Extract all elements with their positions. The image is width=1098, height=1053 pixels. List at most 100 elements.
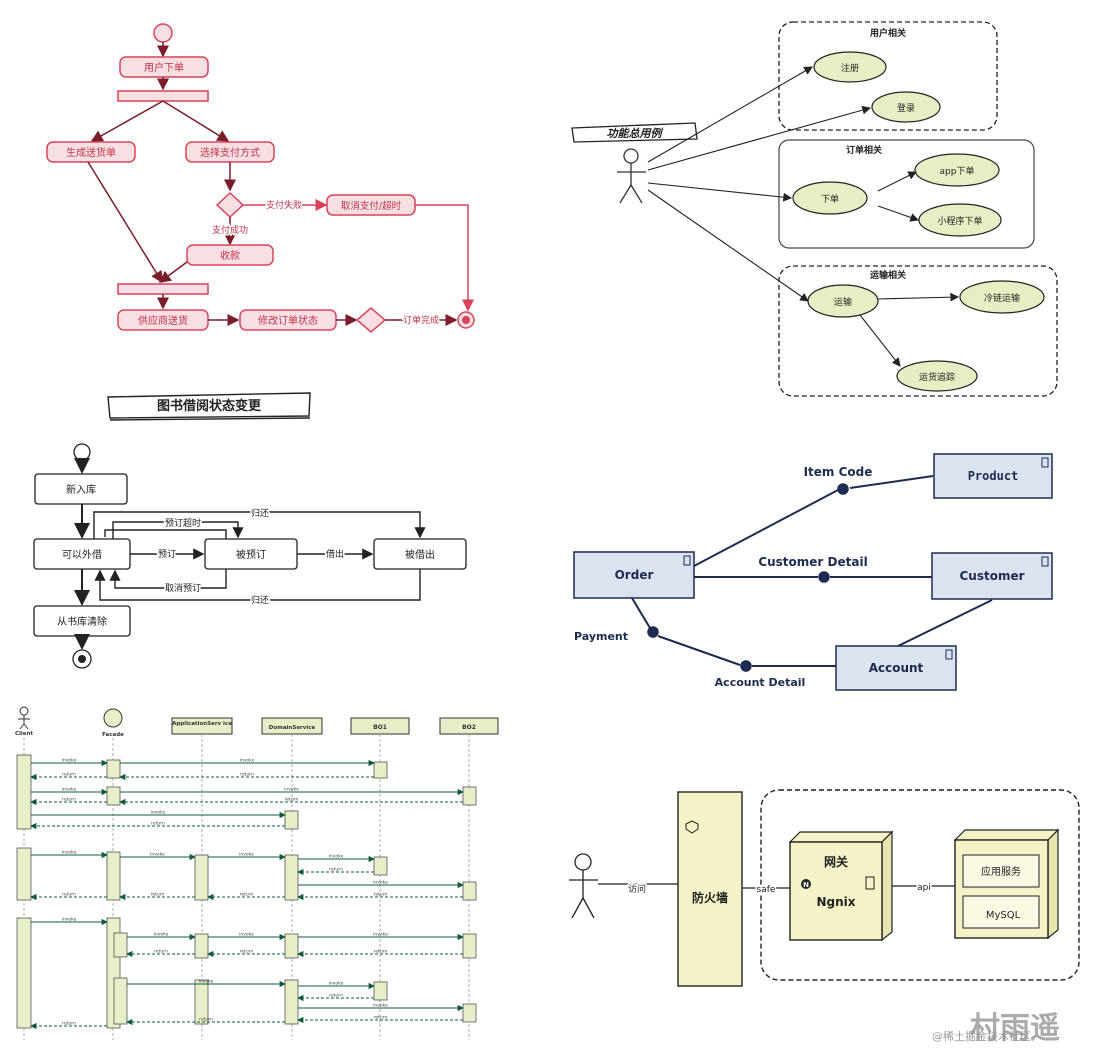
invoke-label: invoke (373, 880, 388, 886)
label-collect: 收款 (220, 249, 240, 262)
label-pay-fail: 支付失败 (266, 199, 302, 211)
activation-bar (284, 854, 299, 901)
node-collect (186, 244, 274, 266)
gateway-node (789, 841, 883, 941)
uc-place-order-label: 下单 (821, 193, 839, 205)
state-can-borrow-label: 可以外借 (62, 549, 102, 561)
group-ship-label: 运输相关 (870, 269, 906, 281)
group-order (778, 139, 1035, 249)
invoke-label: invoke (373, 1003, 388, 1009)
invoke-label: invoke (239, 852, 254, 858)
uc-app-order (914, 153, 1000, 187)
label-visit: 访问 (628, 883, 646, 895)
comp-customer (931, 552, 1053, 600)
component-icon (683, 555, 691, 566)
lifeline-bo1-label: BO1 (373, 724, 387, 731)
label-cancel: 取消预订 (165, 582, 201, 594)
return-label: return (199, 1017, 213, 1023)
activation-bar (194, 933, 209, 959)
activation-bar (194, 854, 209, 901)
state-booked-label: 被预订 (236, 548, 266, 561)
activation-bar (106, 851, 121, 901)
group-order-label: 订单相关 (846, 144, 882, 156)
decision-done (355, 307, 387, 333)
invoke-label: invoke (62, 850, 77, 856)
label-pay-success: 支付成功 (212, 224, 248, 236)
fork-bar (117, 90, 209, 102)
label-customer-detail: Customer Detail (758, 555, 867, 569)
book-title: 图书借阅状态变更 (157, 398, 262, 414)
actor-icon (617, 148, 646, 204)
label-book: 预订 (158, 549, 176, 560)
uc-login-label: 登录 (897, 103, 915, 114)
label-item-code: Item Code (804, 465, 873, 479)
label-cancel-book: 预订超时 (165, 517, 201, 529)
book-title-box (107, 392, 311, 419)
start-node (153, 23, 173, 43)
invoke-label: invoke (199, 979, 214, 985)
invoke-label: invoke (284, 787, 299, 793)
uc-app-order-label: app下单 (940, 165, 975, 177)
activation-bar (113, 932, 128, 958)
uc-register-label: 注册 (841, 62, 859, 74)
invoke-label: invoke (240, 758, 255, 764)
sequence-diagram: Client Facade ApplicationServ ice Domain… (15, 706, 499, 1040)
uc-ship-track-label: 运货追踪 (919, 371, 955, 383)
label-return1: 归还 (251, 507, 269, 519)
comp-account-label: Account (869, 661, 924, 675)
activation-bar (16, 917, 32, 1029)
invoke-label: invoke (151, 810, 166, 816)
uc-mini-order-label: 小程序下单 (937, 215, 982, 227)
payment-socket (647, 626, 659, 638)
lifeline-bo2-label: BO2 (462, 724, 476, 731)
usecase-diagram: 功能总用例 用户相关 注册 登录 订单相关 下单 app下单 小程序下单 运输相… (571, 21, 1058, 397)
state-lent-label: 被借出 (405, 548, 435, 561)
label-account-detail: Account Detail (715, 676, 806, 689)
account-detail-socket (740, 660, 752, 672)
activation-bar (462, 1003, 477, 1023)
activation-bar (16, 847, 32, 901)
client-actor-icon (18, 706, 30, 730)
label-gen-shipping: 生成送货单 (66, 146, 116, 159)
return-label: return (151, 821, 165, 827)
label-return2: 归还 (251, 594, 269, 606)
return-label: return (374, 892, 388, 898)
book-start-node (73, 443, 91, 461)
comp-account (835, 645, 957, 691)
sequence-messages: invoke invoke return return invoke invoke retu… (30, 758, 464, 1030)
deployment-diagram: 访问 防火墙 safe 网关 N Ngnix api 应用服务 MySQL (569, 789, 1080, 987)
invoke-label: invoke (62, 758, 77, 764)
group-user (778, 21, 998, 131)
activation-bar (106, 759, 121, 779)
lifeline-domain-service-label: DomainService (269, 725, 316, 731)
component-icon (1041, 556, 1049, 567)
activity-diagram: 用户下单 生成送货单 选择支付方式 支付失败 取消支付/超时 支付成功 收款 供… (46, 23, 475, 333)
lifeline-app-service-label: ApplicationServ ice (172, 721, 232, 727)
join-bar (117, 283, 209, 295)
activation-bar (106, 786, 121, 806)
return-label: return (62, 1021, 76, 1027)
label-cancel-pay: 取消支付/超时 (341, 200, 402, 212)
return-label: return (240, 949, 254, 955)
node-gen-shipping (46, 141, 136, 163)
component-icon (865, 876, 875, 890)
item-code-socket (837, 483, 849, 495)
mysql-component (962, 895, 1040, 929)
activation-bar (194, 979, 209, 1025)
lifeline-client-label: Client (15, 731, 33, 737)
app-service-component (962, 854, 1040, 888)
uc-cold-chain-label: 冷链运输 (984, 292, 1020, 304)
return-label: return (329, 993, 343, 999)
activation-bar (373, 981, 388, 1001)
watermark-big: 村雨遥 (970, 1011, 1060, 1046)
activation-bar (284, 933, 299, 959)
return-label: return (154, 949, 168, 955)
return-label: return (329, 867, 343, 873)
activation-bar (373, 856, 388, 876)
return-label: return (285, 797, 299, 803)
customer-detail-socket (818, 571, 830, 583)
state-remove-label: 从书库清除 (57, 615, 107, 628)
svg-text:N: N (803, 881, 809, 889)
end-node-inner (462, 316, 470, 324)
